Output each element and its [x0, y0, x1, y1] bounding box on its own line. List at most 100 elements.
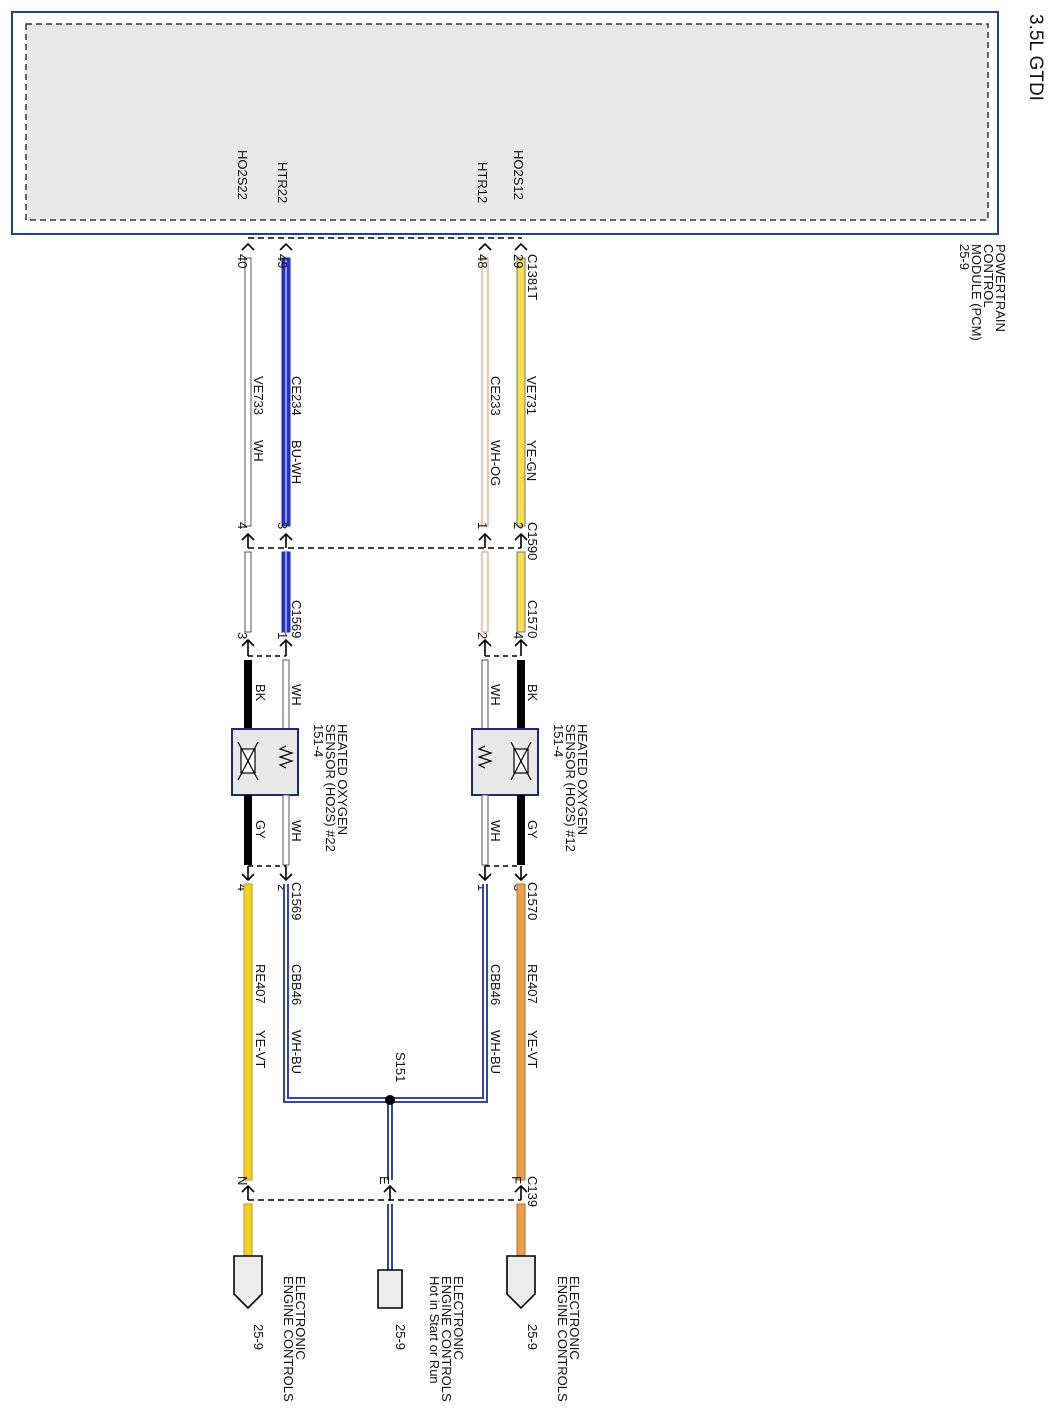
pin-name-htr12: HTR12 [475, 162, 490, 203]
arrow-c1570-lower-left [478, 866, 492, 882]
c1569-lower-label: C1569 [289, 882, 304, 920]
wire-cbb46-left-stripe [285, 884, 390, 1101]
svg-text:SENSOR (HO2S) #22: SENSOR (HO2S) #22 [323, 724, 338, 852]
sensor12-wh-upper-label: WH [488, 684, 503, 706]
color-w1: WH [251, 440, 266, 462]
svg-text:MODULE (PCM): MODULE (PCM) [969, 244, 984, 341]
lower-midright-circuit: CBB46 [488, 964, 503, 1005]
color-w3: WH-OG [488, 440, 503, 486]
arrow-c1590-w4 [514, 532, 528, 548]
endpoint-right-label: ELECTRONIC ENGINE CONTROLS [555, 1276, 582, 1402]
arrow-c139-left [241, 1184, 255, 1200]
wire-seg2-w4 [516, 551, 526, 633]
arrow-c1570-w3 [478, 638, 492, 656]
pin-mid-w1: 4 [235, 522, 250, 529]
sensor22-wire-wh-lower [282, 794, 290, 866]
c139-pin-left: N [235, 1176, 250, 1185]
arrow-pcm-w4 [514, 242, 528, 251]
wire-seg2-w1 [244, 551, 252, 633]
svg-text:POWERTRAIN: POWERTRAIN [993, 244, 1008, 332]
wire-seg2-w3 [481, 551, 489, 633]
sensor22-element-icon [237, 741, 259, 781]
sensor22-gy-label: GY [253, 820, 268, 839]
sensor12-name: HEATED OXYGEN SENSOR (HO2S) #12 151-4 [551, 724, 590, 852]
pin-top-w4: 29 [511, 254, 526, 268]
wire-re407-left [243, 883, 253, 1181]
sensor22-pin-right-lower: 2 [275, 884, 290, 891]
pin-name-ho2s12: HO2S12 [511, 150, 526, 200]
endpoint-center-label: ELECTRONIC ENGINE CONTROLS Hot in Start … [427, 1276, 466, 1402]
svg-text:ENGINE CONTROLS: ENGINE CONTROLS [439, 1276, 454, 1402]
lower-left-circuit: RE407 [253, 964, 268, 1004]
sensor22-wh-lower-label: WH [289, 820, 304, 842]
endpoint-left-label: ELECTRONIC ENGINE CONTROLS [281, 1276, 308, 1402]
arrow-c1569-lower-left [241, 866, 255, 882]
pin-top-w3: 48 [475, 254, 490, 268]
sensor22-wire-gy [244, 795, 252, 865]
c1569-upper-label: C1569 [289, 600, 304, 638]
color-w2: BU-WH [289, 440, 304, 484]
svg-text:Hot in Start or Run: Hot in Start or Run [427, 1276, 442, 1384]
arrow-c1569-lower-right [279, 866, 293, 882]
lower-midright-color: WH-BU [488, 1030, 503, 1074]
arrow-c1590-w3 [478, 532, 492, 548]
arrow-c139-center [383, 1184, 397, 1200]
wire-re407-right [516, 883, 526, 1181]
svg-text:CONTROL: CONTROL [981, 244, 996, 308]
arrow-pcm-w1 [241, 242, 255, 251]
sensor12-element-icon [510, 741, 532, 781]
sensor22-wire-wh-upper [282, 659, 290, 731]
wire-cbb46-right-stripe [390, 884, 486, 1101]
arrow-c1569-w2 [279, 638, 293, 656]
pin-lower-w2: 1 [275, 632, 290, 639]
pin-name-ho2s22: HO2S22 [235, 150, 250, 200]
arrow-pcm-w2 [279, 242, 293, 251]
svg-text:ELECTRONIC: ELECTRONIC [451, 1276, 466, 1360]
pcm-module-inner [25, 23, 989, 221]
pin-mid-w3: 1 [475, 522, 490, 529]
pcm-label: POWERTRAIN CONTROL MODULE (PCM) 25-9 [957, 244, 1008, 341]
arrow-c1590-w1 [241, 532, 255, 548]
sensor12-wire-wh-lower [481, 794, 489, 866]
circuit-w3: CE233 [488, 376, 503, 416]
svg-text:HEATED OXYGEN: HEATED OXYGEN [335, 724, 350, 835]
sensor22-pin-left-lower: 4 [235, 884, 250, 891]
endpoint-right-ref: 25-9 [525, 1324, 540, 1350]
sensor12-wh-lower-label: WH [488, 820, 503, 842]
sensor12-wire-wh-upper [481, 659, 489, 731]
c1570-lower-label: C1570 [525, 882, 540, 920]
circuit-w2: CE234 [289, 376, 304, 416]
sensor22-wh-upper-label: WH [289, 684, 304, 706]
wire-c139-left-end [243, 1203, 253, 1257]
color-w4: YE-GN [524, 440, 539, 481]
pin-lower-w1: 3 [235, 632, 250, 639]
arrow-c1569-w1 [241, 638, 255, 656]
sensor12-gy-label: GY [525, 820, 540, 839]
lower-right-circuit: RE407 [525, 964, 540, 1004]
pin-top-w2: 49 [275, 254, 290, 268]
arrow-c1590-w2 [279, 532, 293, 548]
svg-text:ELECTRONIC: ELECTRONIC [567, 1276, 582, 1360]
pin-mid-w4: 2 [511, 522, 526, 529]
lower-midleft-circuit: CBB46 [289, 964, 304, 1005]
sensor22-body [231, 728, 299, 796]
endpoint-left-arrow [233, 1255, 263, 1310]
sensor12-heater-icon [477, 745, 493, 769]
wire-ve733 [244, 257, 252, 527]
arrow-c1570-lower-right [514, 866, 528, 882]
circuit-w1: VE733 [251, 376, 266, 415]
sensor12-wire-gy [517, 795, 525, 865]
pin-mid-w2: 3 [275, 522, 290, 529]
sensor12-bk-label: BK [525, 684, 540, 702]
lower-right-color: YE-VT [525, 1030, 540, 1068]
c1570-upper-label: C1570 [525, 600, 540, 638]
sensor22-bk-label: BK [253, 684, 268, 702]
splice-s151 [385, 1095, 395, 1105]
svg-text:ENGINE CONTROLS: ENGINE CONTROLS [555, 1276, 570, 1402]
svg-text:SENSOR (HO2S) #12: SENSOR (HO2S) #12 [563, 724, 578, 852]
pin-lower-w3: 2 [475, 632, 490, 639]
sensor22-wire-bk [244, 660, 252, 730]
svg-text:ENGINE CONTROLS: ENGINE CONTROLS [281, 1276, 296, 1402]
svg-text:ELECTRONIC: ELECTRONIC [293, 1276, 308, 1360]
